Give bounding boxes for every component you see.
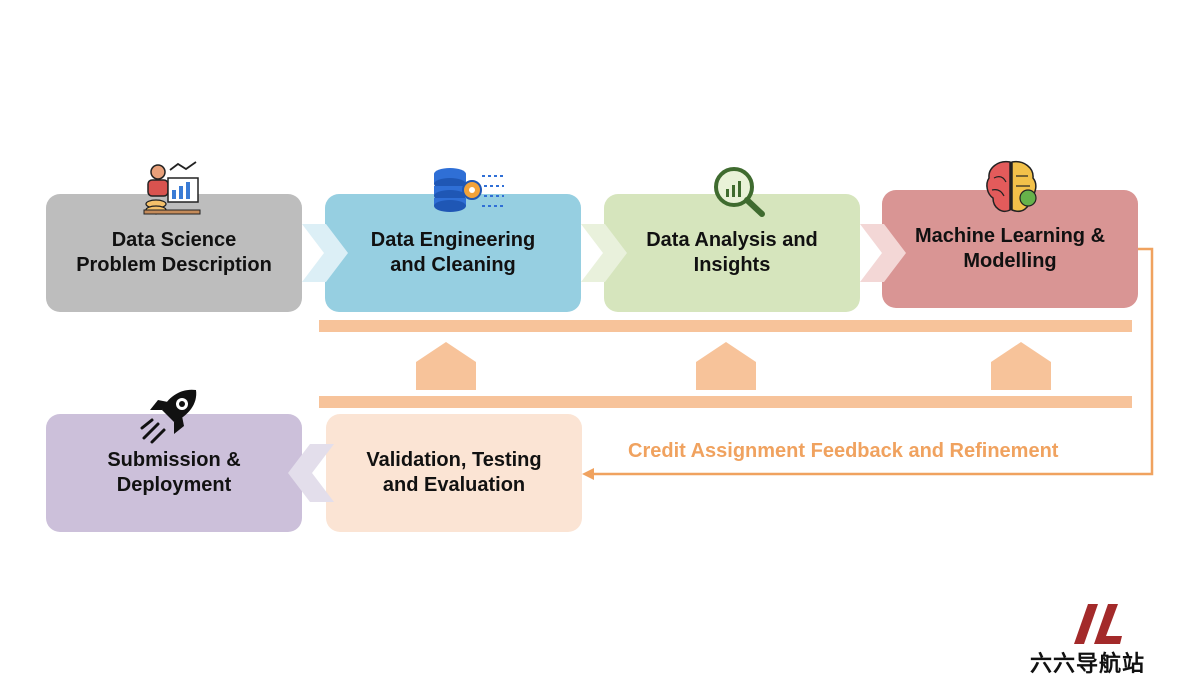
stage-label-line2: Deployment [116,474,232,496]
stage-label-line1: Data Science [111,229,237,251]
stage-data-analysis: Data Analysis and Insights [604,194,860,312]
rocket-icon [140,389,197,444]
stage-label-line2: and Evaluation [382,474,526,496]
watermark-text: 六六导航站 [1030,652,1146,677]
stage-label-line2: Modelling [963,250,1057,272]
support-arrow-icon [696,342,756,390]
chevron-right-icon [302,224,348,282]
stage-data-engineering: Data Engineering and Cleaning [325,194,581,312]
magnifier-chart-icon [714,167,765,217]
brain-icon [986,160,1037,212]
stage-label-line2: Insights [693,254,771,276]
stage-label-line1: Submission & [107,449,241,471]
stage-label-line2: Problem Description [76,254,272,276]
chevron-left-icon [288,444,334,502]
stage-label-line1: Validation, Testing [366,449,542,471]
analyst-icon [143,161,201,215]
stage-label-line1: Data Engineering [370,229,536,251]
support-arrow-icon [416,342,476,390]
chevron-right-icon [581,224,627,282]
database-gear-icon [434,168,504,212]
stage-label-line2: and Cleaning [390,254,516,276]
stage-label-line1: Machine Learning & [914,225,1106,247]
feedback-arrow [582,247,1154,480]
stage-validation: Validation, Testing and Evaluation [326,414,582,532]
upper-bar [319,320,1132,332]
lower-bar [319,396,1132,408]
chevron-right-icon [860,224,906,282]
logo-mark [1074,604,1122,644]
stage-label-line1: Data Analysis and [646,229,818,251]
support-arrow-icon [991,342,1051,390]
feedback-label: Credit Assignment Feedback and Refinemen… [628,440,1059,462]
